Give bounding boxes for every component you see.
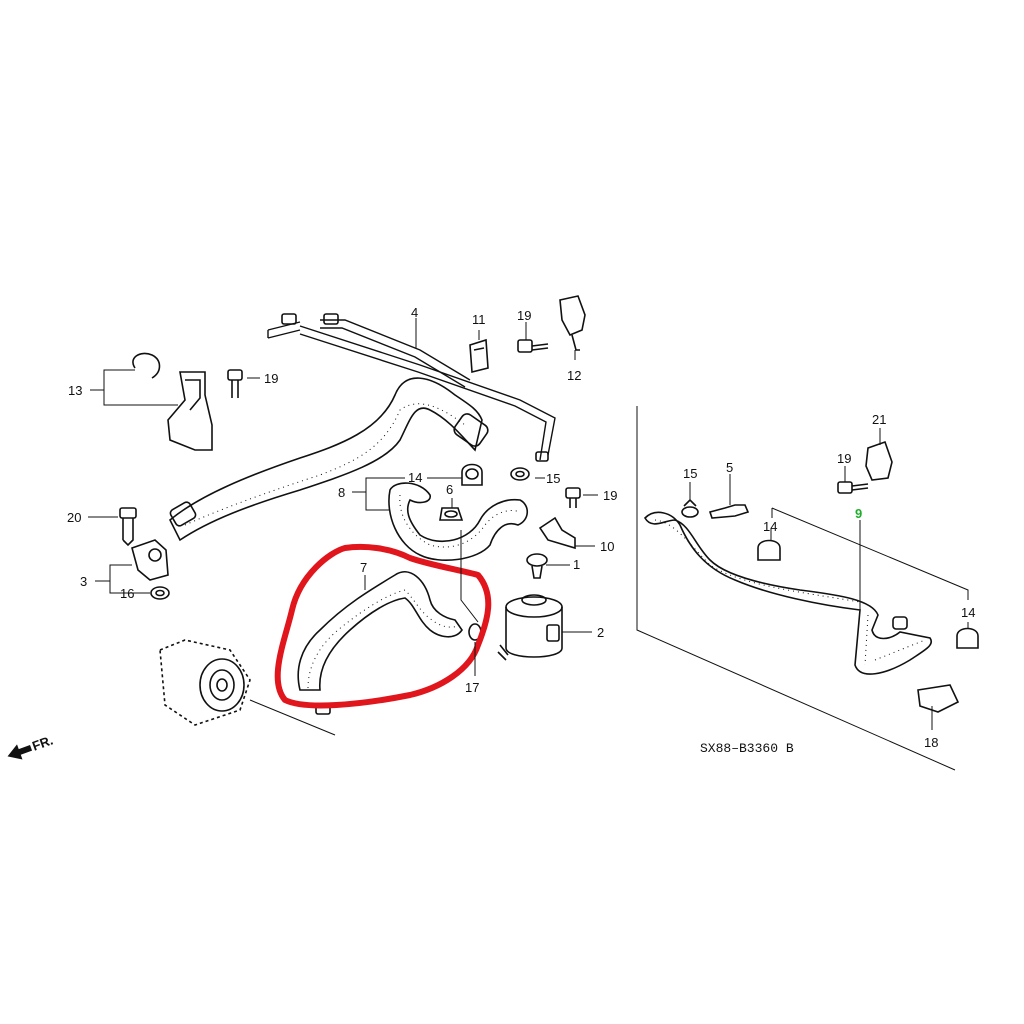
callout-5: 5	[726, 460, 733, 475]
callout-15-right: 15	[683, 466, 697, 481]
bolt-20	[119, 507, 137, 547]
callout-11: 11	[472, 312, 486, 327]
hose-clamp-15-left	[510, 467, 530, 481]
bolt-19-center	[565, 487, 581, 508]
callout-18: 18	[924, 735, 938, 750]
callout-10: 10	[600, 539, 614, 554]
callout-6: 6	[446, 482, 453, 497]
highlight-outline	[274, 543, 492, 709]
hose-clamp-18	[917, 684, 960, 713]
power-steering-pump	[159, 639, 336, 736]
return-hose-9	[643, 511, 932, 675]
callout-16: 16	[120, 586, 134, 601]
hose-clamp-14-right-a	[757, 539, 781, 561]
clip-11	[469, 338, 489, 374]
suction-hose-7	[297, 571, 463, 715]
hose-fitting-3	[131, 539, 169, 581]
hose-clamp-15-right	[681, 498, 699, 518]
connector-5	[708, 504, 750, 519]
callout-12: 12	[567, 368, 581, 383]
sensor-12	[559, 295, 586, 351]
pipe-assembly-4	[267, 313, 556, 462]
reservoir-2	[497, 594, 563, 661]
front-direction-indicator: FR.	[7, 732, 55, 760]
hose-clamp-6	[439, 507, 464, 521]
bolt-19-top	[517, 339, 549, 353]
callout-19-center: 19	[603, 488, 617, 503]
bracket-21	[865, 440, 893, 481]
callout-labels: 13 19 20 3 16 4 11 19 12 8 14 6 15 19 10…	[67, 305, 975, 750]
right-frame-lines	[636, 406, 956, 771]
high-pressure-hose	[169, 377, 489, 542]
bolt-19-right	[837, 481, 869, 494]
callout-8: 8	[338, 485, 345, 500]
callout-14-right-b: 14	[961, 605, 975, 620]
callout-3: 3	[80, 574, 87, 589]
callout-9: 9	[855, 506, 862, 521]
callout-14-right-a: 14	[763, 519, 777, 534]
washer-16	[150, 586, 170, 600]
hose-clamp-14-right-b	[956, 627, 979, 649]
front-arrow-icon	[7, 744, 33, 760]
diagram-code: SX88‒B3360 B	[700, 741, 794, 756]
bolt-19-left	[227, 369, 243, 398]
callout-20: 20	[67, 510, 81, 525]
callout-15-left: 15	[546, 471, 560, 486]
callout-7: 7	[360, 560, 367, 575]
callout-17: 17	[465, 680, 479, 695]
callout-4: 4	[411, 305, 418, 320]
callout-19-right: 19	[837, 451, 851, 466]
callout-13: 13	[68, 383, 82, 398]
callout-19-top: 19	[517, 308, 531, 323]
bracket-13	[132, 352, 213, 451]
callout-19-left: 19	[264, 371, 278, 386]
callout-14-left: 14	[408, 470, 422, 485]
hose-clamp-14-left	[461, 463, 483, 486]
leader-lines	[88, 318, 969, 730]
callout-1: 1	[573, 557, 580, 572]
bracket-10	[538, 516, 576, 550]
front-label: FR.	[30, 732, 55, 753]
callout-21: 21	[872, 412, 886, 427]
callout-2: 2	[597, 625, 604, 640]
return-hose-8	[388, 482, 529, 561]
clip-1	[526, 553, 548, 579]
